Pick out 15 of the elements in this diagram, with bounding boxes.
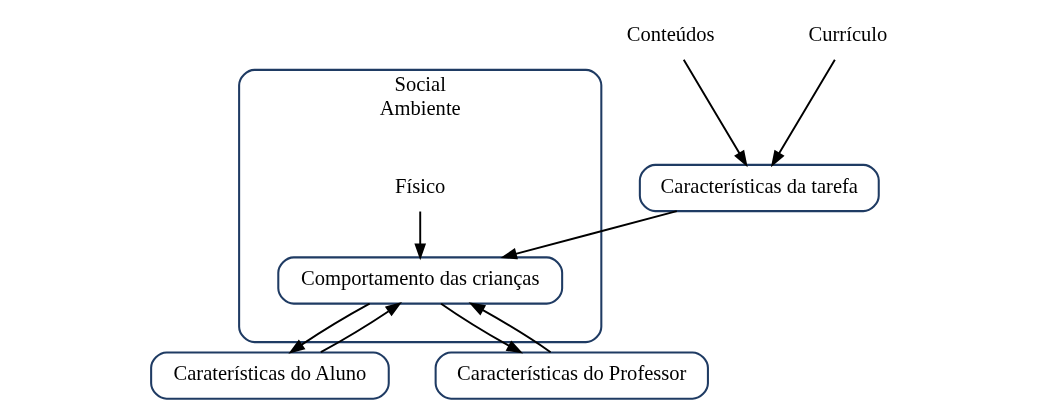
node-box: Comportamento das crianças	[276, 256, 563, 305]
node-text: Conteúdos	[626, 23, 715, 46]
arrow	[499, 210, 678, 260]
node-box: Características do Professor	[434, 351, 709, 400]
arrow	[287, 302, 371, 354]
node-text: Físico	[394, 174, 445, 197]
node-text: Currículo	[808, 23, 887, 46]
arrow	[439, 302, 523, 354]
node-box: Caraterísticas do Aluno	[149, 351, 390, 400]
arrow	[770, 58, 836, 168]
arrow	[319, 302, 402, 354]
arrow	[682, 58, 748, 168]
arrow	[468, 302, 552, 354]
node-box: Características da tarefa	[638, 163, 880, 213]
arrow	[413, 210, 426, 261]
